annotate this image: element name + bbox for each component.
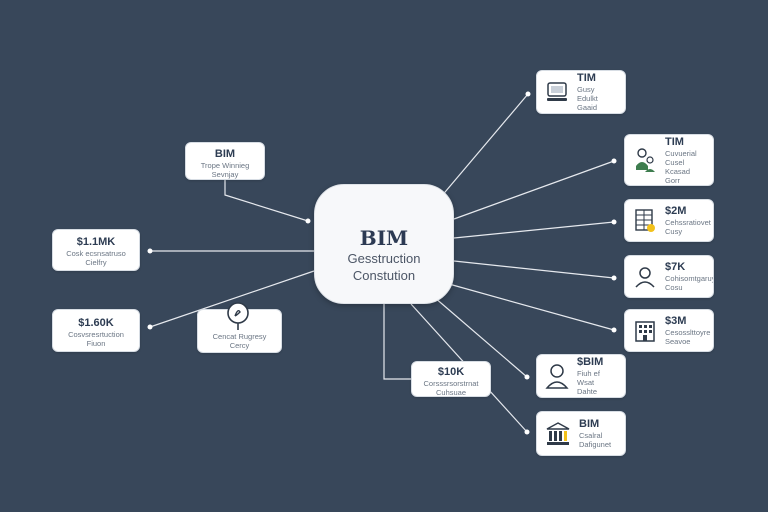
right-node-6[interactable]: $BIM Fiuh ef Wsat Dahte bbox=[536, 354, 626, 398]
right-node-2[interactable]: TIM Cuvuerial Cusel Kcasad Gorr bbox=[624, 134, 714, 186]
link-dot bbox=[611, 327, 617, 333]
node-line: Seavoe bbox=[665, 337, 691, 346]
node-line: Cohisomtgaruy bbox=[665, 274, 714, 283]
node-title: $10K bbox=[437, 366, 465, 378]
right-node-3[interactable]: $2M Cehssratiovet Cusy bbox=[624, 199, 714, 242]
node-title: BIM bbox=[579, 418, 600, 430]
hub-subtitle-2: Constution bbox=[352, 268, 416, 283]
link-dot bbox=[611, 219, 617, 225]
link-right-4 bbox=[453, 260, 615, 279]
node-line: Cehssratiovet bbox=[665, 218, 711, 227]
left-node-3[interactable]: $1.60K Cosvsresrtuction Fiuon bbox=[52, 309, 140, 352]
node-line: Csalral bbox=[579, 431, 603, 440]
node-line: Cercy bbox=[229, 341, 250, 350]
node-line: Cosvsresrtuction bbox=[68, 330, 124, 339]
node-line: Cielfry bbox=[85, 258, 107, 267]
node-line: Trope Winnieg bbox=[200, 161, 250, 170]
link-dot bbox=[524, 429, 530, 435]
node-line: Cosu bbox=[665, 283, 683, 292]
node-title: $2M bbox=[665, 205, 687, 217]
link-dot bbox=[147, 324, 153, 330]
building-icon bbox=[635, 320, 655, 342]
node-line: Gaaid bbox=[577, 103, 598, 112]
person-icon bbox=[635, 266, 655, 288]
node-title: BIM bbox=[214, 148, 236, 160]
right-node-1[interactable]: TIM Gusy Edulkt Gaaid bbox=[536, 70, 626, 114]
link-dot bbox=[524, 374, 530, 380]
node-line: Cusy bbox=[665, 227, 683, 236]
link-left-bottom bbox=[149, 270, 315, 328]
link-dot bbox=[305, 218, 311, 224]
node-line: Dahte bbox=[577, 387, 598, 396]
node-line: Gorr bbox=[665, 175, 680, 185]
bottom-node[interactable]: $10K Corsssrsorstrnat Cuhsuae bbox=[411, 361, 491, 397]
avatar-icon bbox=[545, 364, 569, 389]
bank-icon bbox=[546, 421, 570, 445]
node-line: Corsssrsorstrnat bbox=[423, 379, 479, 388]
link-dot bbox=[525, 91, 531, 97]
link-dot bbox=[147, 248, 153, 254]
left-node-2[interactable]: $1.1MK Cosk ecsnsatruso Cielfry bbox=[52, 229, 140, 271]
computer-icon bbox=[547, 82, 567, 101]
node-title: TIM bbox=[665, 135, 684, 148]
node-line: Cuhsuae bbox=[435, 388, 467, 397]
workers-icon bbox=[636, 148, 655, 172]
node-title: TIM bbox=[577, 72, 596, 84]
solar-panel-icon bbox=[635, 208, 655, 232]
link-bottom bbox=[383, 304, 411, 380]
node-line: Cusel Kcasad bbox=[665, 157, 691, 176]
node-line: Fiuh ef Wsat bbox=[577, 369, 600, 387]
link-right-6 bbox=[433, 296, 528, 378]
link-left-top bbox=[224, 180, 309, 222]
link-right-1 bbox=[439, 93, 529, 199]
left-node-1[interactable]: BIM Trope Winnieg Sevnjay bbox=[185, 142, 265, 180]
right-node-5[interactable]: $3M Cesosslttoyre Seavoe bbox=[624, 309, 714, 352]
node-title: $7K bbox=[665, 261, 686, 273]
node-line: Dafigunet bbox=[579, 440, 612, 449]
node-title: $1.1MK bbox=[76, 236, 116, 248]
node-line: Cesosslttoyre bbox=[665, 328, 711, 337]
node-line: Cosk ecsnsatruso bbox=[66, 249, 126, 258]
right-node-7[interactable]: BIM Csalral Dafigunet bbox=[536, 411, 626, 456]
node-line: Cuvuerial bbox=[665, 148, 697, 158]
link-dot bbox=[611, 275, 617, 281]
link-dot bbox=[611, 158, 617, 164]
link-right-2 bbox=[453, 160, 615, 220]
node-title: $BIM bbox=[577, 356, 604, 368]
node-line: Fiuon bbox=[86, 339, 106, 348]
hub-subtitle-1: Gesstruction bbox=[347, 251, 421, 266]
link-right-5 bbox=[448, 283, 615, 331]
hub-title: BIM bbox=[359, 226, 409, 250]
magnifier-icon bbox=[227, 302, 249, 330]
node-title: $1.60K bbox=[78, 317, 114, 329]
right-node-4[interactable]: $7K Cohisomtgaruy Cosu bbox=[624, 255, 714, 298]
node-line: Cencat Rugresy bbox=[212, 332, 267, 341]
node-line: Sevnjay bbox=[211, 170, 239, 179]
node-title: $3M bbox=[665, 315, 687, 327]
central-hub[interactable]: BIM Gesstruction Constution bbox=[314, 184, 454, 304]
link-right-3 bbox=[453, 221, 615, 239]
node-line: Gusy Edulkt bbox=[577, 85, 598, 103]
